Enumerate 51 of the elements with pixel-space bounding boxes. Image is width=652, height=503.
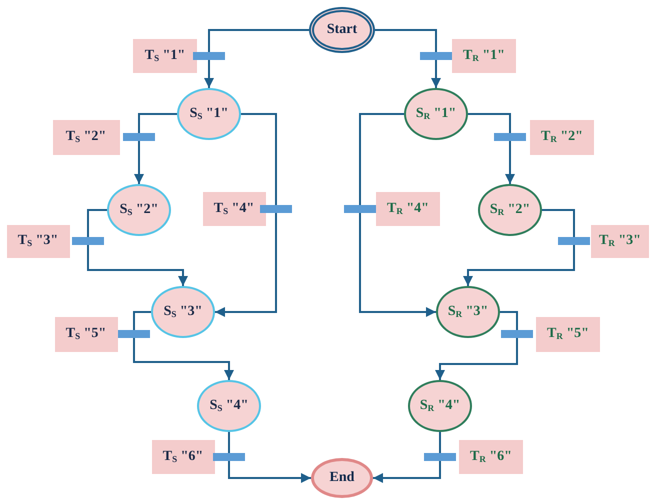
arc-arrow — [87, 209, 107, 237]
transition-bar — [424, 453, 456, 461]
transition-label: T$_{S}$ "4" — [202, 192, 266, 226]
arc-arrow — [87, 245, 188, 286]
arc-arrow — [500, 311, 518, 330]
arc-arrow — [204, 60, 214, 88]
transition-label: T$_{S}$ "1" — [133, 39, 197, 73]
transition-bar — [213, 453, 245, 461]
place-ellipse: S$_{R}$ "3" — [436, 286, 500, 338]
arc-arrow — [133, 338, 234, 380]
transition-label: T$_{R}$ "1" — [452, 39, 516, 73]
transition-label: T$_{S}$ "3" — [6, 224, 70, 258]
arc-arrow — [542, 209, 575, 237]
transition-label: T$_{S}$ "5" — [54, 316, 118, 352]
arc-arrow — [463, 245, 575, 286]
transition-label: T$_{S}$ "2" — [52, 120, 120, 154]
place-ellipse: S$_{S}$ "2" — [107, 184, 171, 236]
place-ellipse: S$_{R}$ "2" — [478, 184, 542, 236]
transition-label: T$_{R}$ "4" — [376, 192, 440, 226]
transition-bar — [193, 52, 225, 60]
transition-bar — [260, 205, 292, 213]
transition-bar — [118, 330, 150, 338]
arc-arrow — [215, 213, 277, 317]
transition-bar — [123, 133, 155, 141]
start-place: Start — [309, 7, 375, 53]
arc-arrow — [134, 141, 144, 184]
transition-label: T$_{R}$ "3" — [591, 224, 649, 258]
end-place: End — [311, 458, 373, 498]
transition-label: T$_{S}$ "6" — [152, 440, 214, 474]
arc-arrow — [138, 113, 177, 133]
arc-arrow — [373, 461, 441, 483]
transition-bar — [558, 237, 590, 245]
arc-arrow — [431, 60, 441, 88]
transition-bar — [72, 237, 104, 245]
place-ellipse: S$_{R}$ "4" — [408, 380, 472, 432]
transition-label: T$_{R}$ "2" — [530, 120, 594, 154]
transition-label: T$_{R}$ "5" — [536, 316, 600, 352]
transition-bar — [501, 330, 533, 338]
transition-label: T$_{R}$ "6" — [459, 440, 523, 474]
transition-bar — [344, 205, 376, 213]
arc-arrow — [505, 141, 515, 184]
place-ellipse: S$_{S}$ "1" — [177, 88, 241, 140]
place-ellipse: S$_{R}$ "1" — [404, 88, 468, 140]
arc-arrow — [133, 311, 151, 330]
transition-bar — [494, 133, 526, 141]
arc-arrow — [435, 338, 518, 380]
transition-bar — [420, 52, 452, 60]
place-ellipse: S$_{S}$ "3" — [151, 286, 215, 338]
place-ellipse: S$_{S}$ "4" — [197, 380, 261, 432]
arc-arrow — [228, 461, 311, 483]
arc-arrow — [359, 213, 436, 317]
